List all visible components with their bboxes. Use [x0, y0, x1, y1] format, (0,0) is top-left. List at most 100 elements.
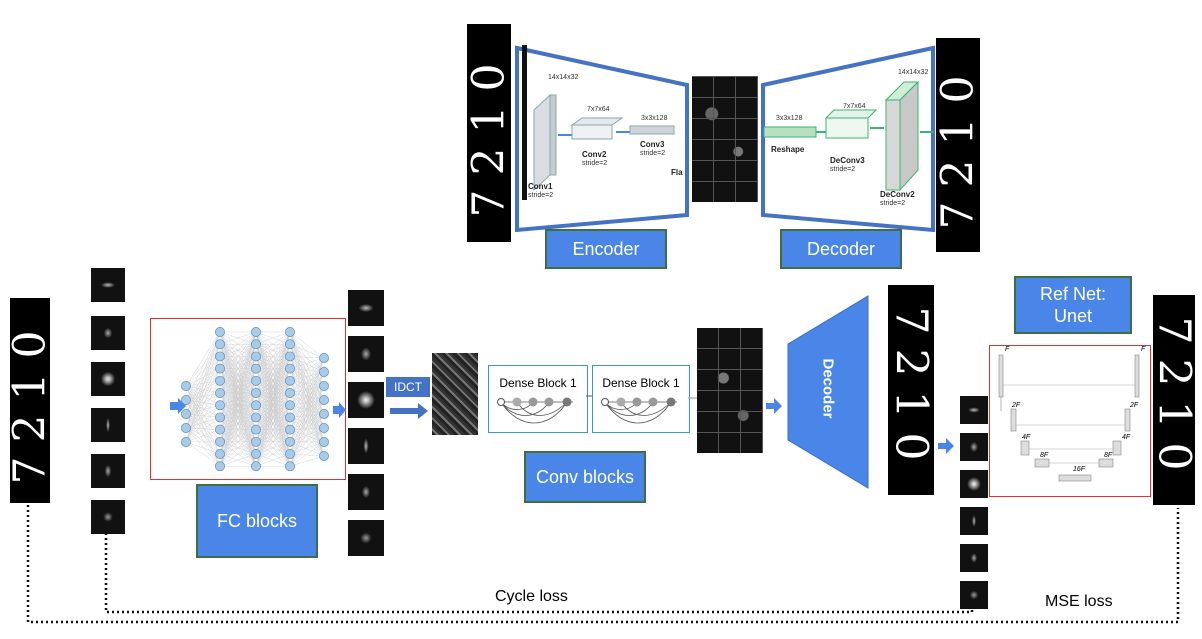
predicted-thumb [960, 544, 988, 572]
conv1-dim-label: 14x14x32 [548, 74, 579, 81]
fc-neuron-node [285, 412, 295, 423]
fc-neuron-node [215, 412, 225, 423]
fc-input-arrow [170, 398, 186, 414]
fc-neuron-node [251, 400, 261, 411]
unet-2f-left: 2F [1012, 402, 1021, 409]
fc-neuron-node [285, 400, 295, 411]
encoder-frame [515, 45, 689, 233]
unet-16f: 16F [1073, 466, 1086, 473]
conv-blocks-label: Conv blocks [524, 451, 646, 503]
fc-output-thumb [348, 520, 384, 556]
fc-neuron-node [285, 351, 295, 362]
idct-label: IDCT [386, 377, 430, 397]
fc-neuron-node [285, 388, 295, 398]
fc-neuron-node [215, 424, 225, 435]
mse-loss-label: MSE loss [1045, 593, 1113, 610]
fc-neuron-node [251, 424, 261, 435]
pipeline-input-digit-strip: 7210 [10, 298, 50, 503]
fc-neuron-node [215, 339, 225, 350]
pipeline-decoder-shape [787, 295, 869, 489]
measurement-thumb [91, 362, 125, 396]
deconv2-dim-label: 14x14x32 [898, 69, 929, 76]
predicted-measurement-thumbnails [960, 396, 988, 609]
fc-neuron-node [319, 409, 329, 419]
top-input-digit-strip: 7210 [467, 24, 511, 242]
fc-output-thumb [348, 474, 384, 510]
fc-neuron-node [181, 437, 191, 447]
unet-8f-right: 8F [1104, 452, 1113, 459]
fc-output-thumb [348, 336, 384, 372]
fc-neuron-node [285, 339, 295, 350]
pipeline-latent-feature-image [697, 328, 763, 453]
cycle-loss-line [104, 533, 974, 614]
flat-label: Fla [671, 168, 683, 177]
fc-output-thumb [348, 290, 384, 326]
deconv3-stride-label: stride=2 [830, 166, 856, 173]
encoder-diagram [515, 45, 689, 233]
dense-output-line [688, 397, 698, 399]
decoder-to-thumbs-arrow [938, 438, 954, 454]
encoder-input-bar [522, 45, 527, 200]
latent-to-decoder-arrow [766, 398, 782, 414]
decoder-output-digit-strip: 7210 [888, 285, 934, 495]
deconv3-dim-label: 7x7x64 [843, 103, 866, 110]
dense-block-1-graph [497, 397, 573, 424]
fc-neuron-node [215, 449, 225, 459]
fc-neuron-node [181, 381, 191, 391]
fc-neuron-node [285, 436, 295, 447]
unet-4f-left: 4F [1022, 434, 1031, 441]
top-latent-feature-image [692, 76, 758, 202]
fc-neuron-node [181, 395, 191, 405]
conv3-name-label: Conv3 [640, 140, 665, 149]
predicted-thumb [960, 507, 988, 535]
fc-neuron-node [215, 363, 225, 374]
final-output-digit-strip: 7210 [1153, 295, 1195, 505]
fc-neuron-node [285, 363, 295, 374]
unet-f-right: F [1141, 346, 1146, 353]
encoder-label: Encoder [545, 229, 667, 269]
fc-output-thumbnails [348, 290, 384, 556]
measurement-thumb [91, 454, 125, 488]
fc-neuron-node [319, 381, 329, 391]
fc-neuron-node [285, 424, 295, 435]
predicted-thumb [960, 396, 988, 424]
dense-block-2-label: Dense Block 1 [602, 376, 680, 390]
measurement-thumb [91, 500, 125, 534]
measurement-thumb [91, 268, 125, 302]
fc-output-thumb [348, 428, 384, 464]
unet-4f-right: 4F [1122, 434, 1131, 441]
fc-neuron-node [215, 388, 225, 398]
fc-neuron-node [251, 351, 261, 362]
fc-neuron-node [319, 395, 329, 405]
fc-neuron-node [181, 409, 191, 419]
ref-net-label: Ref Net: Unet [1014, 276, 1132, 334]
conv1-stride-label: stride=2 [528, 192, 554, 199]
deconv2-name-label: DeConv2 [880, 190, 915, 199]
fc-neuron-node [319, 353, 329, 363]
fc-neuron-node [251, 327, 261, 337]
measurement-thumb [91, 408, 125, 442]
unet-8f-left: 8F [1040, 452, 1049, 459]
unet-f-left: F [1005, 346, 1010, 353]
fc-output-arrow [333, 402, 346, 418]
fc-neuron-node [285, 449, 295, 459]
fc-neuron-node [285, 327, 295, 337]
mse-loss-line [26, 505, 1180, 624]
fc-neuron-node [319, 437, 329, 447]
reshape-dim-label: 3x3x128 [776, 115, 803, 122]
decoder-diagram [761, 45, 935, 233]
conv2-stride-label: stride=2 [582, 160, 608, 167]
fc-neuron-node [251, 339, 261, 350]
idct-arrow [390, 403, 428, 419]
fc-neuron-node [285, 461, 295, 472]
decoder-frame [761, 45, 935, 233]
unet-2f-right: 2F [1130, 402, 1139, 409]
fc-neuron-node [215, 400, 225, 411]
fc-neuron-node [215, 436, 225, 447]
fc-neuron-node [215, 351, 225, 362]
fc-neuron-node [319, 451, 329, 461]
fc-neuron-node [251, 412, 261, 423]
decoder-top-label: Decoder [780, 229, 902, 269]
fc-neuron-node [319, 423, 329, 433]
